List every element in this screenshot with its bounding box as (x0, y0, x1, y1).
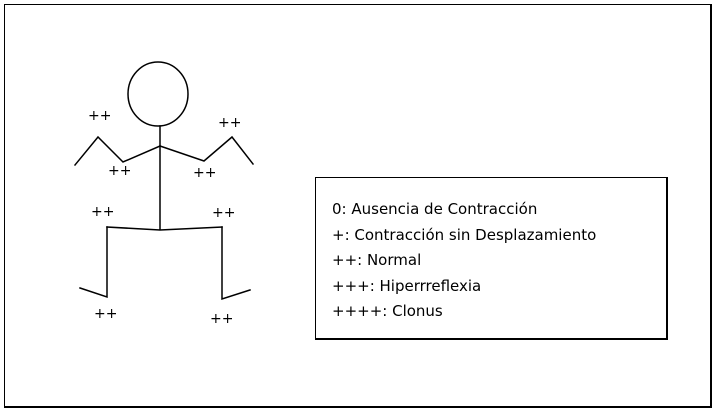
figure-left-arm (73, 135, 161, 167)
legend-item-normal: ++: Normal (332, 251, 422, 269)
reflex-right-knee: ++ (212, 205, 236, 221)
reflex-right-ankle: ++ (210, 311, 234, 327)
figure-left-leg (79, 226, 108, 299)
legend-item-clonus: ++++: Clonus (332, 302, 443, 320)
figure-right-leg (221, 226, 251, 301)
figure-head (127, 61, 189, 127)
reflex-left-arm-lower: ++ (108, 163, 132, 179)
legend-box: 0: Ausencia de Contracción +: Contracció… (315, 177, 668, 340)
reflex-right-arm-lower: ++ (193, 165, 217, 181)
legend-item-hyperreflexia: +++: Hiperrreflexia (332, 276, 482, 295)
figure-pelvis (106, 226, 223, 231)
reflex-right-arm-upper: ++ (218, 115, 242, 131)
legend-item-absent: 0: Ausencia de Contracción (332, 200, 538, 218)
reflex-left-arm-upper: ++ (88, 108, 112, 124)
figure-right-arm (159, 135, 255, 166)
legend-list: 0: Ausencia de Contracción +: Contracció… (332, 197, 596, 325)
legend-item-contraction: +: Contracción sin Desplazamiento (332, 225, 597, 244)
reflex-left-knee: ++ (91, 204, 115, 220)
reflex-left-ankle: ++ (94, 306, 118, 322)
